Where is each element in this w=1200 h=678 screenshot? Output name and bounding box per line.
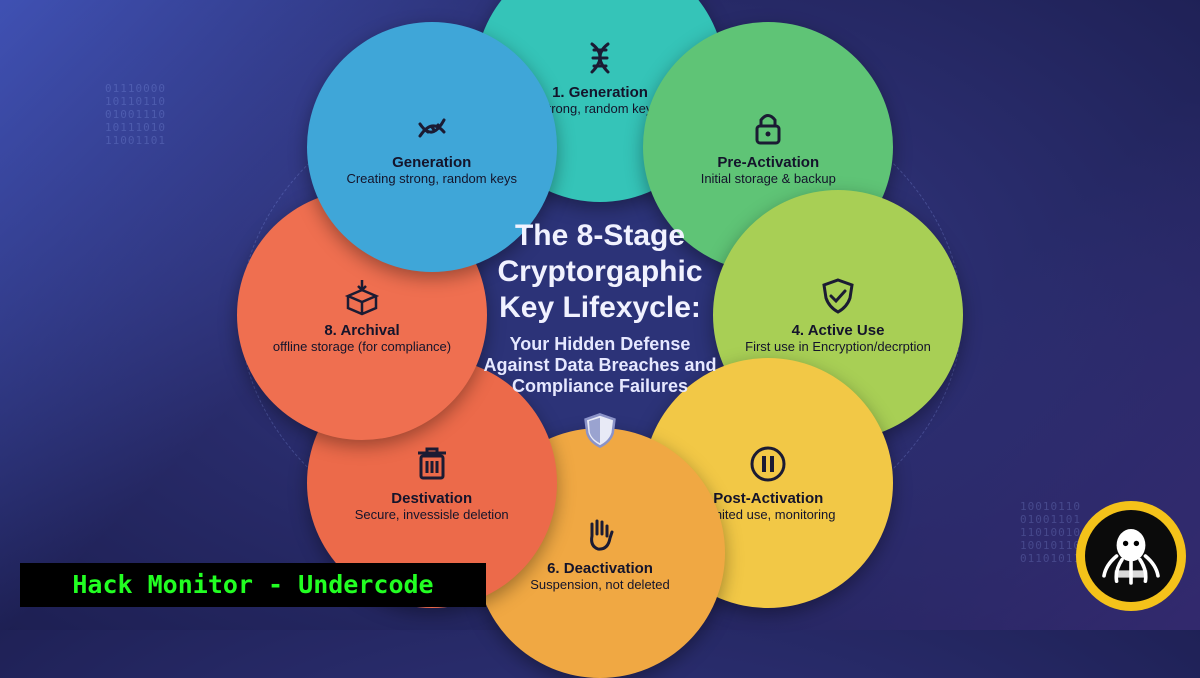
title-line: The 8-Stage xyxy=(514,219,686,252)
binary-decoration: 01110000 10110110 01001110 10111010 1100… xyxy=(105,82,166,147)
stage-description: Secure, invessisle deletion xyxy=(354,507,509,523)
title-line: Key Lifexycle: xyxy=(499,291,701,324)
stage-title: 8. Archival xyxy=(324,322,400,339)
subtitle-line: Your Hidden Defense xyxy=(509,334,691,354)
pause-icon xyxy=(750,446,786,482)
stage-description: Creating strong, random keys xyxy=(346,170,517,186)
stage-description: Suspension, not deleted xyxy=(530,577,670,592)
stage-description: Initial storage & backup xyxy=(700,170,836,186)
hand-icon xyxy=(590,519,614,551)
stage-description: strong, random keys xyxy=(541,101,659,116)
diagram-title: The 8-Stage Cryptorgaphic Key Lifexycle: xyxy=(497,218,702,326)
stage-title: Generation xyxy=(392,153,472,171)
center-panel: The 8-Stage Cryptorgaphic Key Lifexycle:… xyxy=(345,190,855,450)
octopus-logo-icon xyxy=(1076,501,1186,611)
stage-title: 1. Generation xyxy=(552,84,648,101)
dna-key-icon xyxy=(418,118,446,138)
binary-decoration: 10010110 01001101 11010010 10010110 0110… xyxy=(1020,500,1081,565)
shield-check-icon xyxy=(822,278,854,314)
logo-inner xyxy=(1085,510,1177,602)
dna-icon xyxy=(590,42,610,74)
octopus-icon xyxy=(1102,529,1160,585)
brand-banner: Hack Monitor - Undercode xyxy=(20,563,486,607)
stage-title: 4. Active Use xyxy=(791,322,885,339)
diagram-subtitle: Your Hidden Defense Against Data Breache… xyxy=(483,334,716,397)
stage-title: Pre-Activation xyxy=(717,153,820,171)
subtitle-line: Compliance Failures xyxy=(511,376,689,396)
stage-title: Destivation xyxy=(391,490,473,508)
stage-title: Post-Activation xyxy=(713,490,824,508)
lock-icon xyxy=(755,113,781,145)
box-icon xyxy=(344,280,380,316)
stage-title: 6. Deactivation xyxy=(547,560,653,577)
subtitle-line: Against Data Breaches and xyxy=(483,355,717,375)
stage-description: First use in Encryption/decrption xyxy=(745,339,931,354)
title-line: Cryptorgaphic xyxy=(497,255,703,288)
shield-icon xyxy=(584,413,616,449)
trash-icon xyxy=(417,447,446,480)
stage-description: offline storage (for compliance) xyxy=(272,339,452,354)
stage-description: Limited use, monitoring xyxy=(701,507,836,523)
